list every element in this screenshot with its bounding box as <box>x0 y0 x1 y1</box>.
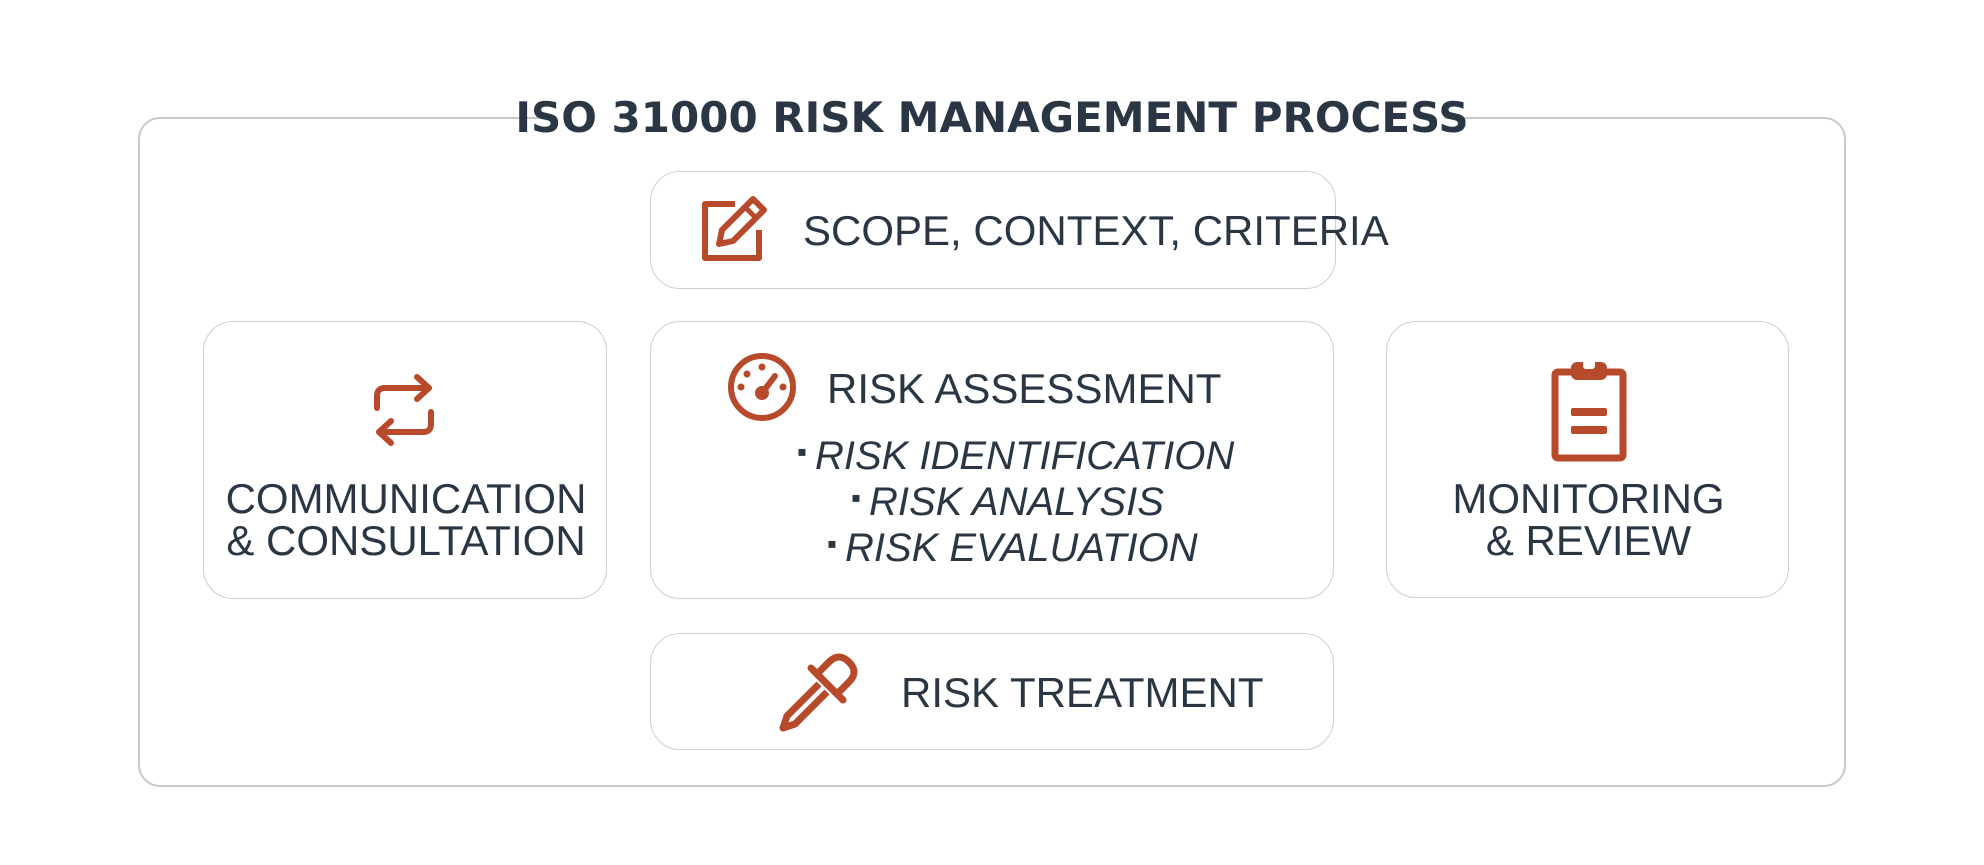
title-container: ISO 31000 RISK MANAGEMENT PROCESS <box>515 84 1469 150</box>
communication-label: COMMUNICATION & CONSULTATION <box>204 478 608 562</box>
edit-square-icon <box>702 196 767 261</box>
dropper-icon <box>779 653 858 732</box>
assessment-box: RISK ASSESSMENT ▪RISK IDENTIFICATION ▪RI… <box>650 321 1334 599</box>
monitoring-line-1: MONITORING <box>1452 475 1725 522</box>
bullet-icon: ▪ <box>851 482 861 513</box>
monitoring-line-2: & REVIEW <box>1485 517 1692 564</box>
bullet-icon: ▪ <box>827 528 837 559</box>
assessment-item-label: RISK EVALUATION <box>844 526 1198 570</box>
communication-line-1: COMMUNICATION <box>225 475 587 522</box>
assessment-item: ▪RISK EVALUATION <box>827 528 1198 568</box>
assessment-item: ▪RISK IDENTIFICATION <box>797 436 1234 476</box>
assessment-item-label: RISK IDENTIFICATION <box>814 434 1235 478</box>
repeat-arrows-icon <box>374 374 434 446</box>
clipboard-icon <box>1551 359 1627 462</box>
scope-box: SCOPE, CONTEXT, CRITERIA <box>650 171 1389 289</box>
scope-label: SCOPE, CONTEXT, CRITERIA <box>803 207 1389 254</box>
assessment-item: ▪RISK ANALYSIS <box>851 482 1164 522</box>
treatment-label: RISK TREATMENT <box>901 669 1264 716</box>
monitoring-label: MONITORING & REVIEW <box>1387 478 1790 562</box>
assessment-item-label: RISK ANALYSIS <box>868 480 1164 524</box>
monitoring-box: MONITORING & REVIEW <box>1386 321 1789 598</box>
page-title: ISO 31000 RISK MANAGEMENT PROCESS <box>515 92 1469 142</box>
communication-line-2: & CONSULTATION <box>226 517 586 564</box>
assessment-label: RISK ASSESSMENT <box>827 365 1222 412</box>
bullet-icon: ▪ <box>797 436 807 467</box>
communication-box: COMMUNICATION & CONSULTATION <box>203 321 607 599</box>
gauge-icon <box>728 353 796 421</box>
treatment-box: RISK TREATMENT <box>650 633 1334 750</box>
